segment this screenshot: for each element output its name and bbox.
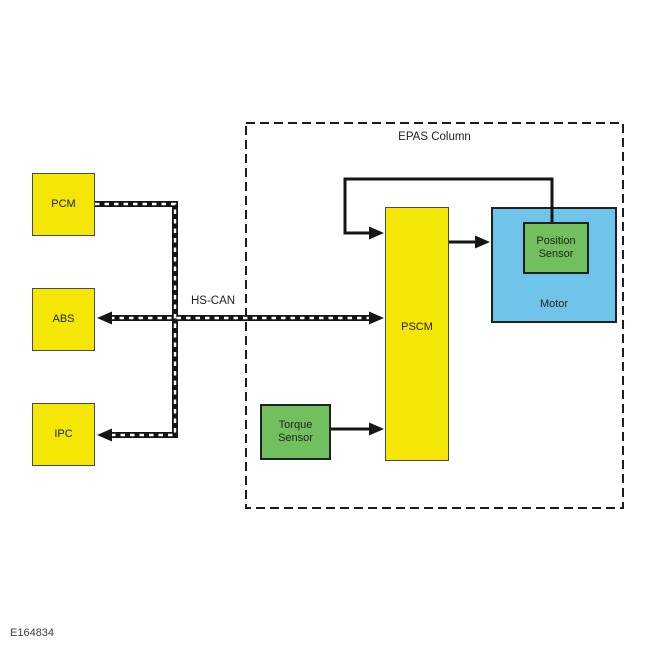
abs-block: ABS (32, 288, 95, 351)
ipc-label: IPC (54, 428, 73, 440)
epas-column-label: EPAS Column (398, 131, 471, 143)
figure-id-label: E164834 (10, 627, 55, 639)
hs-can-label: HS-CAN (191, 295, 236, 307)
pscm-label: PSCM (401, 320, 433, 333)
ipc-block: IPC (32, 403, 95, 466)
position-sensor-label: Position Sensor (536, 235, 576, 260)
arrowhead-into-ipc (97, 428, 112, 442)
motor-label: Motor (539, 298, 569, 310)
abs-label: ABS (52, 313, 75, 325)
can-bus-branch-line (95, 201, 178, 438)
pcm-label: PCM (51, 198, 76, 210)
arrowhead-can-into-pscm (369, 311, 384, 325)
can-bus-branch-stripes (95, 202, 177, 437)
position-sensor-block: Position Sensor (523, 222, 589, 274)
arrowhead-feedback-into-pscm (369, 226, 384, 240)
torque-sensor-label: Torque Sensor (278, 419, 313, 444)
arrowhead-into-abs (97, 311, 112, 325)
arrowhead-into-motor (475, 235, 490, 249)
pscm-block: PSCM (385, 207, 449, 461)
torque-sensor-block: Torque Sensor (260, 404, 331, 460)
pcm-block: PCM (32, 173, 95, 236)
arrowhead-torque-into-pscm (369, 422, 384, 436)
